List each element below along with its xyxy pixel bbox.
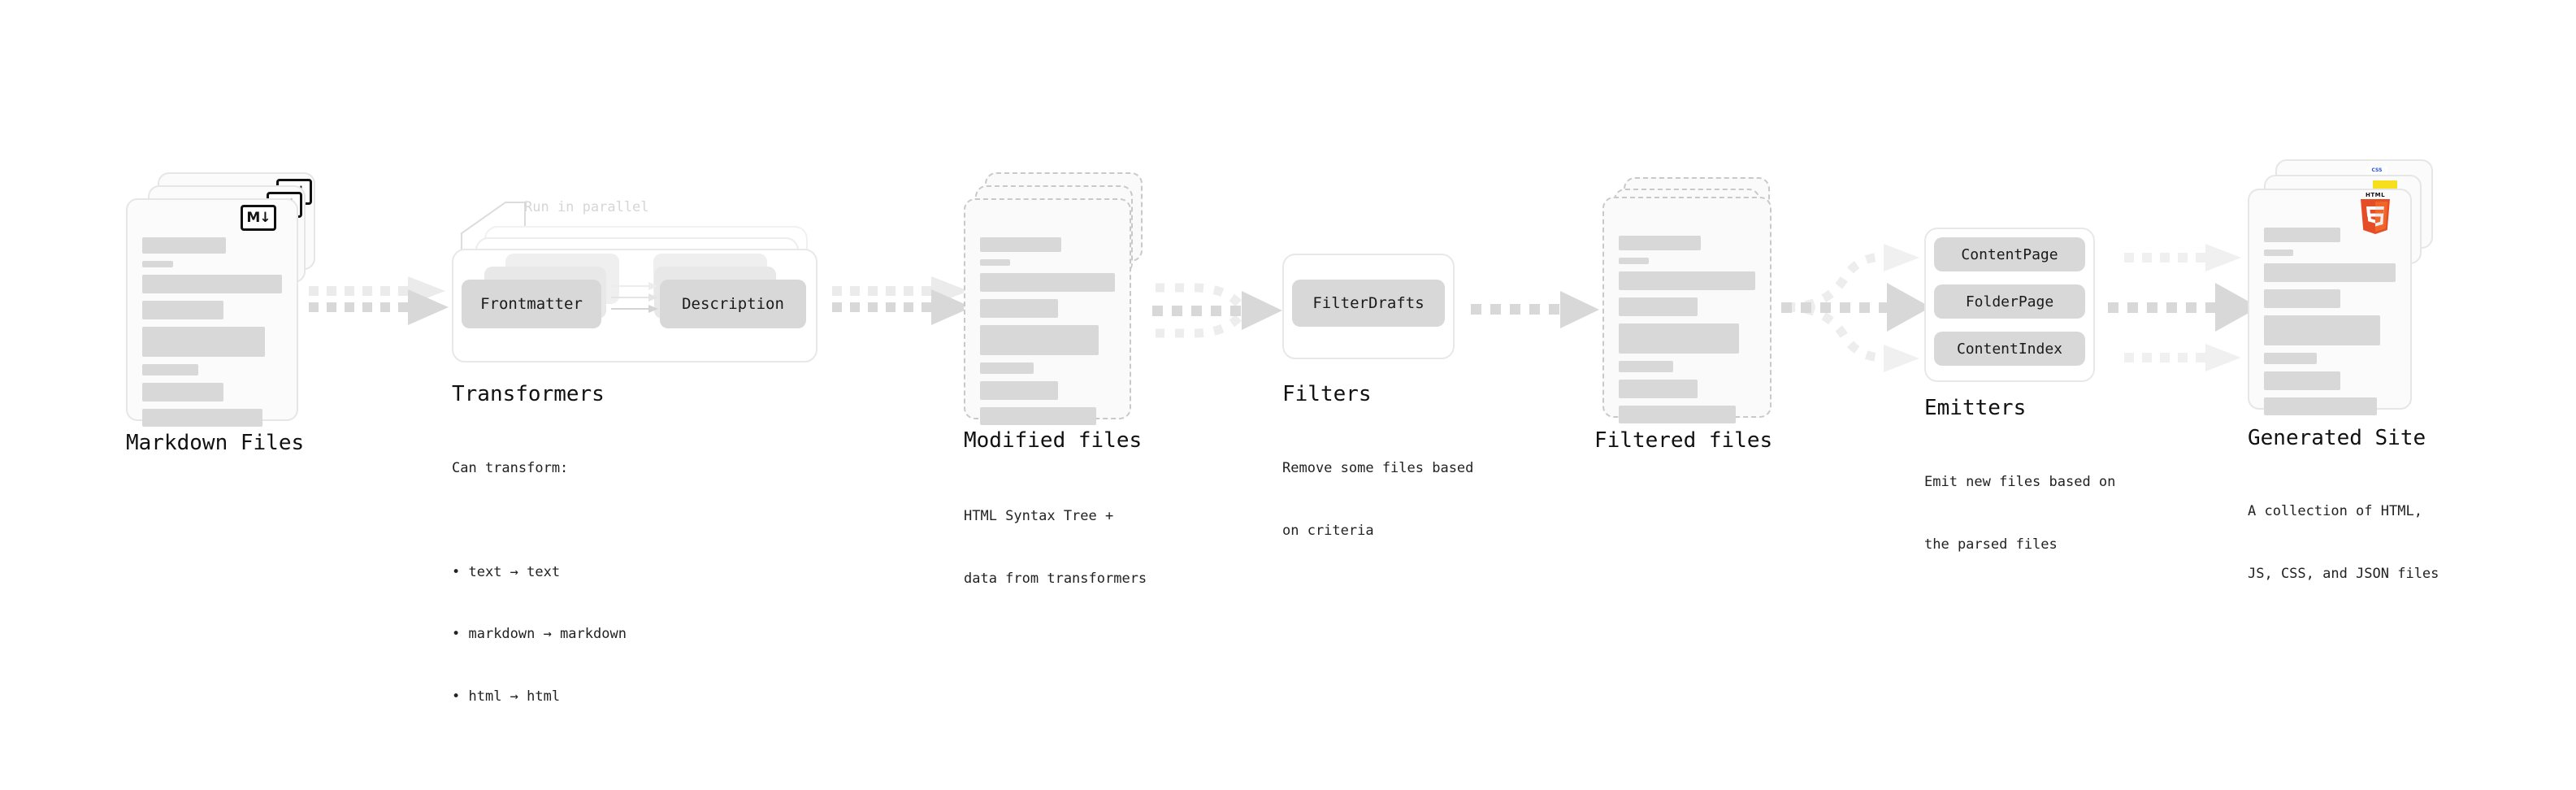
line-body (980, 299, 1059, 318)
filters-description: Remove some files based on criteria (1282, 417, 1473, 583)
chip-frontmatter[interactable]: Frontmatter (462, 280, 601, 328)
line-body (2264, 371, 2340, 390)
modified-card-front[interactable] (964, 198, 1131, 425)
caption-transformers: Transformers (452, 382, 605, 406)
markdown-card-front[interactable] (126, 198, 298, 427)
description-line: Emit new files based on (1924, 474, 2116, 490)
arrow-filtered-to-emitters (1781, 244, 1931, 372)
filtered-card-front[interactable] (1602, 197, 1772, 423)
description-line: Remove some files based (1282, 460, 1474, 476)
list-item: html → html (452, 687, 627, 708)
line-body (980, 325, 1099, 355)
line-body (142, 327, 266, 357)
transformers-description-heading: Can transform: (452, 460, 569, 476)
line-body (142, 364, 198, 375)
list-item: markdown → markdown (452, 624, 626, 645)
chip-folder-page[interactable]: FolderPage (1934, 284, 2085, 319)
chip-filter-drafts[interactable]: FilterDrafts (1292, 280, 1445, 327)
modified-card-lines (980, 237, 1115, 432)
transformers-description-list: text → text markdown → markdown html → h… (452, 521, 627, 749)
arrow-markdown-to-transformers (309, 276, 449, 325)
caption-generated-site: Generated Site (2248, 426, 2426, 450)
line-body (980, 273, 1115, 292)
caption-emitters: Emitters (1924, 396, 2027, 420)
list-item: text → text (452, 562, 627, 584)
site-card-lines (2264, 228, 2396, 423)
line-sub (980, 259, 1010, 266)
line-sub (1619, 258, 1649, 264)
line-body (142, 383, 223, 402)
line-body (2264, 315, 2380, 345)
line-body (1619, 406, 1737, 423)
line-body (2264, 289, 2340, 308)
caption-modified-files: Modified files (964, 428, 1143, 453)
arrow-emitters-to-site (2108, 244, 2259, 371)
line-body (1619, 271, 1755, 290)
line-body (980, 381, 1059, 400)
line-body (2264, 397, 2378, 415)
markdown-badge: M↓ (241, 205, 276, 231)
emitters-description: Emit new files based on the parsed files (1924, 431, 2115, 597)
line-title (142, 237, 227, 254)
caption-filters: Filters (1282, 382, 1372, 406)
description-line: JS, CSS, and JSON files (2248, 565, 2439, 582)
generated-site-description: A collection of HTML, JS, CSS, and JSON … (2248, 460, 2439, 626)
description-line: the parsed files (1924, 536, 2058, 553)
markdown-card-lines (142, 237, 282, 434)
line-body (142, 409, 262, 427)
arrow-modified-to-filters (1152, 283, 1282, 338)
line-body (980, 362, 1034, 374)
line-body (142, 301, 223, 319)
line-body (1619, 323, 1739, 354)
parallel-annotation: Run in parallel (524, 199, 649, 215)
line-body (1619, 297, 1698, 316)
chip-content-index[interactable]: ContentIndex (1934, 332, 2085, 366)
line-title (1619, 236, 1701, 250)
description-line: on criteria (1282, 522, 1374, 539)
line-body (2264, 353, 2317, 364)
line-sub (142, 261, 173, 267)
line-body (2264, 263, 2396, 282)
line-body (142, 275, 282, 293)
caption-markdown-files: Markdown Files (126, 431, 305, 455)
transformers-description: Can transform: text → text markdown → ma… (452, 417, 627, 790)
arrow-transformers-to-modified (832, 276, 972, 325)
line-body (1619, 380, 1698, 398)
filtered-card-lines (1619, 236, 1755, 431)
line-title (980, 237, 1061, 252)
chip-content-page[interactable]: ContentPage (1934, 237, 2085, 271)
html5-badge-text: HTML (2365, 192, 2386, 198)
caption-filtered-files: Filtered files (1594, 428, 1773, 453)
modified-files-description: HTML Syntax Tree + data from transformer… (964, 465, 1147, 631)
description-line: A collection of HTML, (2248, 503, 2422, 519)
line-title (2264, 228, 2340, 242)
description-line: data from transformers (964, 570, 1147, 587)
chip-description[interactable]: Description (660, 280, 806, 328)
line-body (1619, 361, 1674, 372)
arrow-filters-to-filtered (1471, 291, 1599, 328)
description-line: HTML Syntax Tree + (964, 508, 1114, 524)
line-body (980, 407, 1096, 425)
diagram-canvas: M↓ M↓ M↓ Markdown Files (0, 0, 2576, 681)
line-sub (2264, 250, 2293, 256)
